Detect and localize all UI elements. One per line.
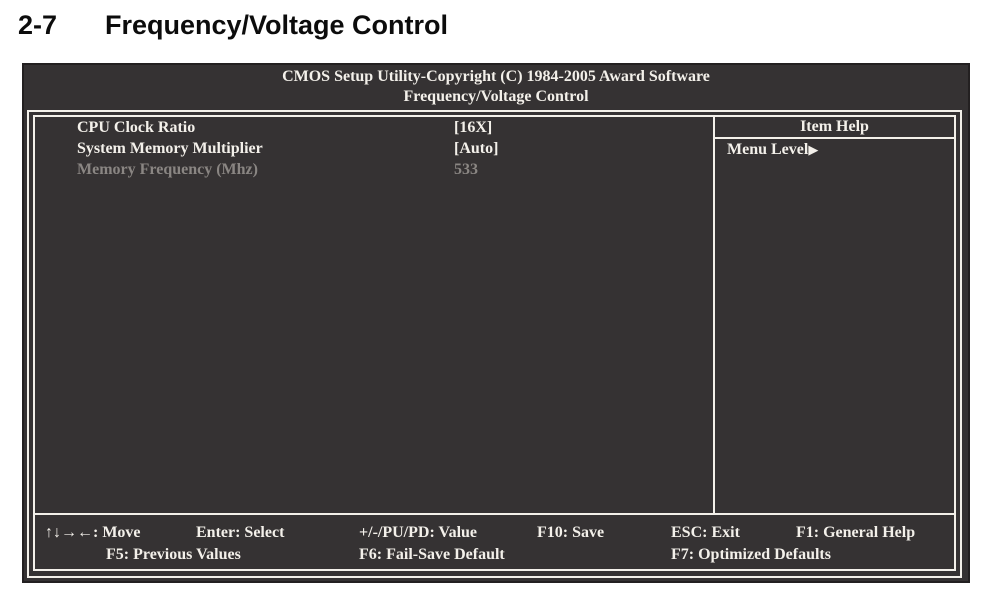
menu-item-label: CPU Clock Ratio bbox=[77, 119, 196, 136]
menu-item-cpu-clock-ratio[interactable]: CPU Clock Ratio [16X] bbox=[35, 117, 713, 138]
bios-screen: CMOS Setup Utility-Copyright (C) 1984-20… bbox=[22, 63, 970, 583]
menu-level-label: Menu Level bbox=[727, 141, 809, 158]
legend-f5-previous-values: F5: Previous Values bbox=[106, 546, 241, 563]
section-number: 2-7 bbox=[18, 10, 58, 40]
section-title: Frequency/Voltage Control bbox=[105, 10, 449, 40]
legend-f7-optimized-defaults: F7: Optimized Defaults bbox=[671, 546, 831, 563]
legend-value-keys: +/-/PU/PD: Value bbox=[359, 524, 478, 541]
content-frame-inner: CPU Clock Ratio [16X] System Memory Mult… bbox=[33, 115, 956, 571]
legend-f1-general-help: F1: General Help bbox=[796, 524, 916, 541]
legend-enter-select: Enter: Select bbox=[196, 524, 285, 541]
arrow-right-icon: ▶ bbox=[808, 142, 819, 157]
content-frame-outer: CPU Clock Ratio [16X] System Memory Mult… bbox=[27, 110, 962, 578]
menu-area: CPU Clock Ratio [16X] System Memory Mult… bbox=[35, 117, 713, 180]
bios-header-copyright: CMOS Setup Utility-Copyright (C) 1984-20… bbox=[282, 68, 710, 85]
item-help-title: Item Help bbox=[715, 117, 954, 139]
menu-item-value[interactable]: [16X] bbox=[454, 119, 493, 136]
bios-header-menu-title: Frequency/Voltage Control bbox=[403, 88, 589, 105]
menu-item-label: Memory Frequency (Mhz) bbox=[77, 161, 258, 178]
menu-item-system-memory-multiplier[interactable]: System Memory Multiplier [Auto] bbox=[35, 138, 713, 159]
menu-item-label: System Memory Multiplier bbox=[77, 140, 263, 157]
menu-level-row: Menu Level▶ bbox=[715, 139, 954, 160]
menu-item-memory-frequency: Memory Frequency (Mhz) 533 bbox=[35, 159, 713, 180]
item-help-panel: Item Help Menu Level▶ bbox=[715, 117, 954, 160]
legend-f6-failsafe-default: F6: Fail-Save Default bbox=[359, 546, 505, 563]
legend-separator bbox=[35, 513, 954, 515]
menu-item-value[interactable]: [Auto] bbox=[454, 140, 499, 157]
menu-item-value: 533 bbox=[454, 161, 478, 178]
legend-move-keys: ↑↓→←: Move bbox=[45, 524, 141, 541]
bios-header: CMOS Setup Utility-Copyright (C) 1984-20… bbox=[24, 67, 968, 107]
legend-f10-save: F10: Save bbox=[537, 524, 605, 541]
legend-esc-exit: ESC: Exit bbox=[671, 524, 740, 541]
panel-divider bbox=[713, 117, 715, 513]
